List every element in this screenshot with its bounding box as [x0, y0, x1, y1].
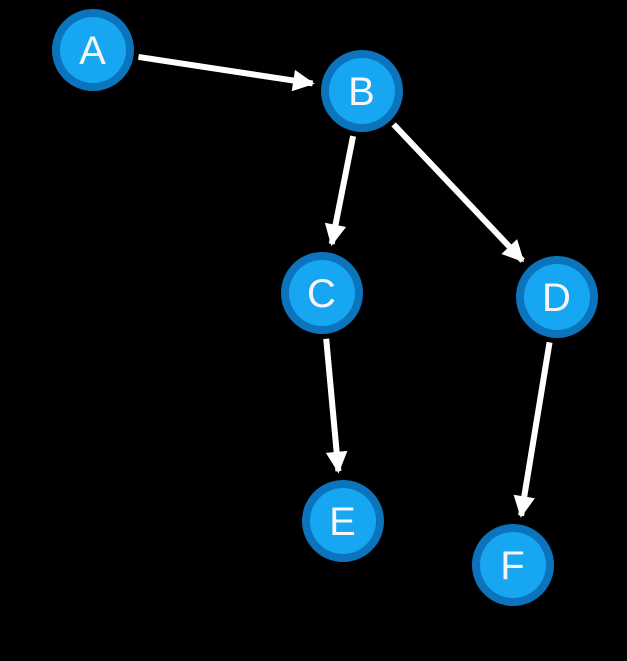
node-C[interactable]: C: [281, 252, 363, 334]
edge-D-F: [513, 341, 553, 518]
node-body: [289, 260, 355, 326]
node-body: [329, 58, 395, 124]
node-body: [310, 488, 376, 554]
node-body: [60, 17, 126, 83]
node-D[interactable]: D: [516, 256, 598, 338]
edge-A-B: [138, 53, 315, 92]
node-F[interactable]: F: [472, 524, 554, 606]
node-label: E: [329, 500, 357, 544]
node-label: A: [79, 29, 107, 73]
node-label: C: [307, 272, 337, 316]
node-B[interactable]: B: [321, 50, 403, 132]
node-label: B: [348, 70, 376, 114]
node-body: [480, 532, 546, 598]
node-label: D: [542, 276, 572, 320]
edge-B-C: [324, 135, 357, 247]
node-label: F: [500, 544, 525, 588]
node-E[interactable]: E: [302, 480, 384, 562]
node-A[interactable]: A: [52, 9, 134, 91]
edge-C-E: [323, 338, 348, 474]
node-body: [524, 264, 590, 330]
edge-B-D: [391, 122, 525, 263]
